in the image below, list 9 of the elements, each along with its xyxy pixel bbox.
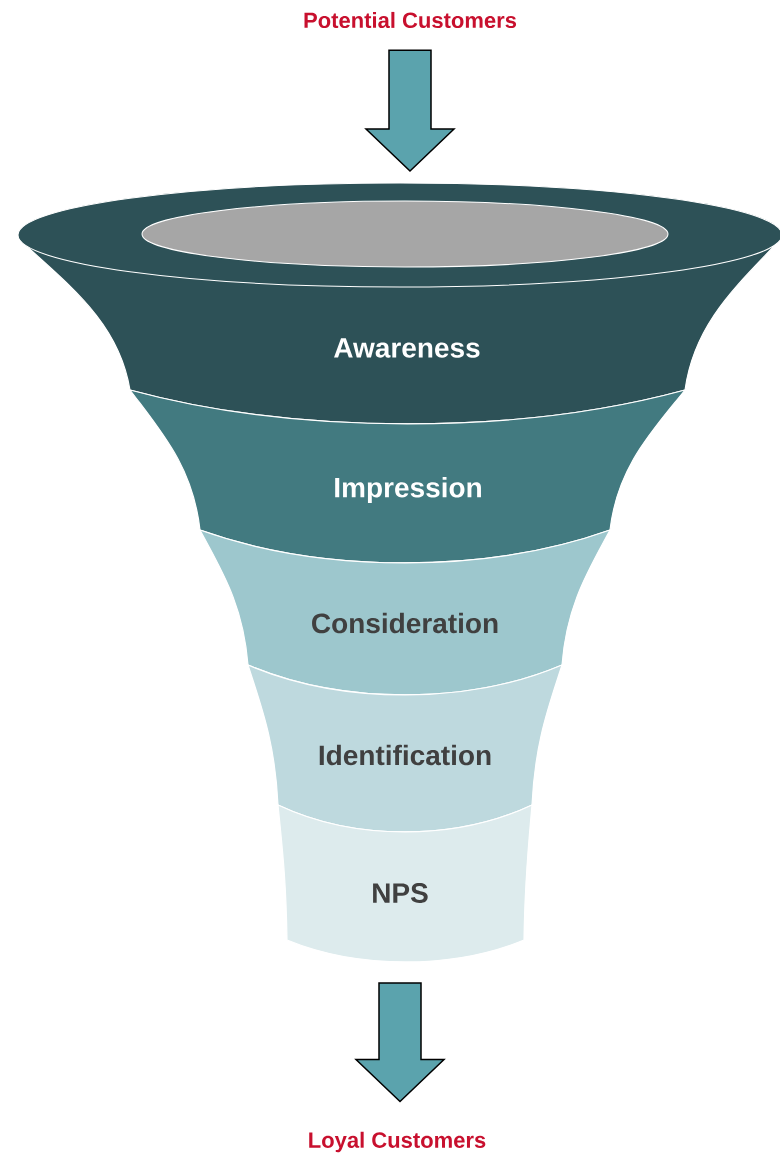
block-arrow	[354, 982, 446, 1103]
funnel-stage: Consideration	[199, 529, 611, 696]
heading: Loyal Customers	[309, 1131, 486, 1153]
funnel-stage: Awareness	[17, 182, 780, 425]
funnel-stage: Identification	[247, 664, 563, 833]
block-arrow	[364, 49, 456, 173]
funnel-stage: Impression	[129, 389, 686, 564]
heading: Potential Customers	[304, 11, 517, 29]
funnel-stage: NPS	[277, 804, 533, 963]
